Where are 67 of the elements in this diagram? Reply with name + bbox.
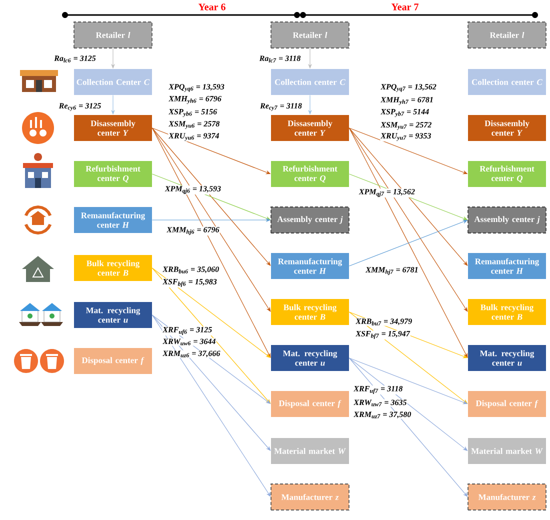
edge-label: XPM$_{qj6}$ = 13,593 [164,186,222,194]
flow-value: XRB$_{bu6}$ = 35,060 [162,266,220,274]
flow-value: XPQ$_{yq6}$ = 13,593 [168,84,225,92]
flow-value: XSM$_{yu7}$ = 2572 [380,122,432,130]
facility-box: Disposal center f [74,348,152,374]
facility-box: Bulk recycling center B [468,299,546,325]
flow-value: XMH$_{yh6}$ = 6796 [168,96,222,104]
facility-box: Assembly center j [270,206,350,234]
facility-box: Remanufacturing center H [271,253,349,279]
arrow [152,128,271,358]
facility-box: Remanufacturing center H [74,207,152,233]
facility-box: Manufacturer z [468,484,546,510]
facility-box: Disassembly center Y [74,115,152,141]
arrow [152,128,271,266]
flow-value: XRU$_{yu6}$ = 9374 [168,132,220,142]
flow-value: XSM$_{yu6}$ = 2578 [168,120,220,130]
facility-box: Collection center C [468,69,546,95]
facility-box: Dissasembly center Y [468,115,546,141]
arrow [348,128,468,312]
facility-box: Material market W [468,438,546,464]
facility-box: Collection Center C [74,69,152,95]
flow-value: XRW$_{uw7}$ = 3635 [353,399,408,407]
facility-box: Refurbishment center Q [468,161,546,187]
arrow [348,128,468,266]
arrow [152,314,271,497]
flow-value: XMH$_{yh7}$ = 6781 [380,96,434,106]
flow-value: XRM$_{uz7}$ = 37,580 [353,411,412,419]
facility-box: Mat. recycling center u [271,345,349,371]
year-label: Year 7 [391,4,418,10]
flow-value: XSP$_{yb7}$ = 5144 [380,108,430,118]
facility-box: Material market W [271,438,349,464]
facility-box: Refurbishment center Q [271,161,349,187]
facility-box: Bulk recycling center B [74,255,152,281]
flow-value: XRF$_{uf6}$ = 3125 [162,326,213,336]
arrow [152,128,271,312]
flow-value: XPQ$_{yq7}$ = 13,562 [380,84,437,92]
edge-label: XMM$_{hj7}$ = 6781 [365,266,419,276]
facility-box: Dissasembly center Y [271,115,349,141]
flow-value: XSF$_{bf7}$ = 15,947 [355,330,410,340]
facility-box: Retailer l [74,22,152,48]
flow-value: XRF$_{uf7}$ = 3118 [353,385,404,395]
facility-box: Collection center C [271,69,349,95]
facility-box: Disposal center f [271,391,349,417]
arrow [348,128,468,358]
edge-label: Re$_{cy6}$ = 3125 [58,102,102,112]
flow-value: XRM$_{uz6}$ = 37,666 [162,350,221,358]
edge-label: Ra$_{lc6}$ = 3125 [54,55,96,63]
facility-box: Retailer l [468,22,546,48]
flow-value: XRW$_{uw6}$ = 3644 [162,338,216,346]
facility-box: Remanufacturing center H [468,253,546,279]
flow-value: XSP$_{yb6}$ = 5156 [168,108,218,118]
facility-box: Assembly center j [468,206,546,234]
year-label: Year 6 [198,4,226,10]
edge-label: Re$_{cy7}$ = 3118 [260,102,302,112]
flow-value: XRU$_{yu7}$ = 9353 [380,132,432,142]
flow-value: XSF$_{bf6}$ = 15,983 [162,278,218,288]
facility-box: Bulk recycling center B [271,299,349,325]
facility-box: Refurbishment center Q [74,161,152,187]
facility-box: Mat. recycling center u [74,302,152,328]
facility-box: Disposal center f [468,391,546,417]
edge-label: Ra$_{lc7}$ = 3118 [258,55,302,63]
edge-label: XMM$_{hj6}$ = 6796 [166,226,220,236]
facility-box: Mat. recycling center u [468,345,546,371]
flow-value: XRB$_{bu7}$ = 34,979 [355,318,413,326]
edge-label: XPM$_{qj7}$ = 13,562 [358,188,416,198]
facility-box: Retailer l [270,22,350,48]
facility-box: Manufacturer z [270,484,350,510]
